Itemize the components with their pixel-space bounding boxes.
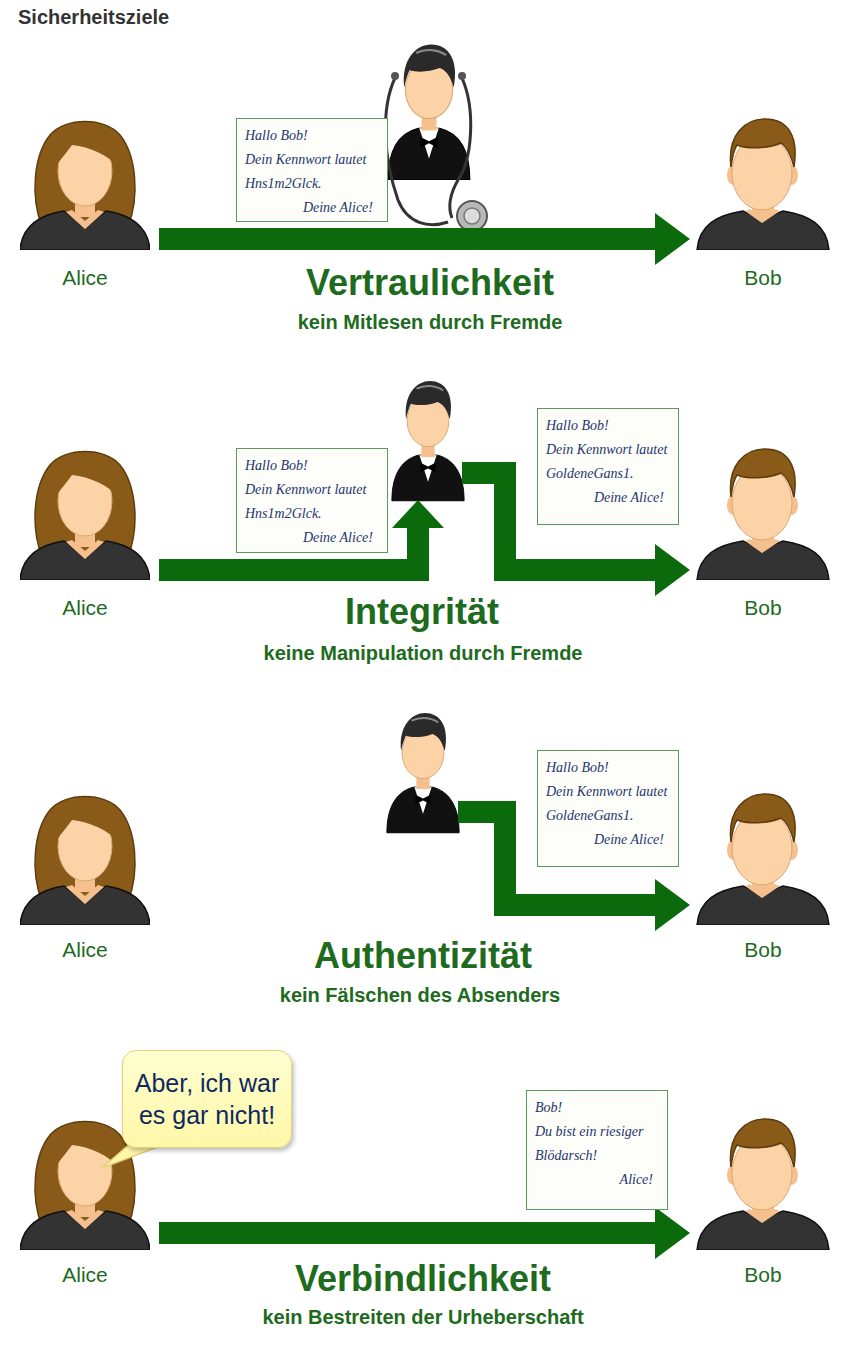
person-name: Alice xyxy=(62,266,108,290)
person-node: Bob xyxy=(692,112,834,290)
bob-figure xyxy=(697,119,829,250)
message-note: Hallo Bob!Dein Kennwort lautet Hns1m2Glc… xyxy=(236,448,388,553)
speech-text: Aber, ich war es gar nicht! xyxy=(133,1067,281,1131)
arrow-head xyxy=(655,1207,690,1259)
illustration-part xyxy=(450,78,471,218)
arrow-band xyxy=(159,228,655,250)
person-node: Alice xyxy=(15,1112,155,1287)
person-node: Bob xyxy=(692,1112,834,1287)
illustration-part xyxy=(391,72,399,80)
signature: Deine Alice! xyxy=(546,828,670,852)
signature: Deine Alice! xyxy=(546,486,670,510)
illustration-part xyxy=(458,72,466,80)
person-node: Alice xyxy=(15,112,155,290)
message-body: Dein Kennwort lautet GoldeneGans1. xyxy=(546,780,670,828)
goal-heading: Verbindlichkeit xyxy=(295,1258,551,1299)
signature: Alice! xyxy=(535,1168,659,1192)
stethoscope xyxy=(385,72,487,231)
person-name: Alice xyxy=(62,596,108,620)
alice-figure xyxy=(20,452,150,581)
message-body: Dein Kennwort lautet GoldeneGans1. xyxy=(546,438,670,486)
message-note: Hallo Bob!Dein Kennwort lautet Hns1m2Glc… xyxy=(236,118,388,222)
illustration-part xyxy=(655,879,690,931)
eavesdropper-figure xyxy=(388,44,470,179)
message-body: Dein Kennwort lautet Hns1m2Glck. xyxy=(245,148,379,196)
illustration-part xyxy=(457,201,487,231)
person-name: Bob xyxy=(744,596,781,620)
person-node: Alice xyxy=(15,442,155,620)
person-node: Bob xyxy=(692,787,834,962)
arrow-head xyxy=(655,544,690,596)
message-note: Hallo Bob!Dein Kennwort lautet GoldeneGa… xyxy=(537,750,679,867)
message-note: Bob!Du bist ein riesiger Blödarsch!Alice… xyxy=(526,1090,668,1210)
person-node: Bob xyxy=(692,442,834,620)
person-node: Alice xyxy=(15,787,155,962)
bob-figure xyxy=(697,1119,829,1250)
person-name: Bob xyxy=(744,266,781,290)
attacker-figure xyxy=(392,381,464,501)
bob-figure xyxy=(697,794,829,925)
goal-heading: Vertraulichkeit xyxy=(306,262,554,303)
alice-figure xyxy=(20,797,150,926)
message-body: Dein Kennwort lautet Hns1m2Glck. xyxy=(245,478,379,526)
goal-heading: Authentizität xyxy=(314,935,532,976)
goal-heading: Integrität xyxy=(345,591,499,632)
salutation: Hallo Bob! xyxy=(245,124,379,148)
forger-figure xyxy=(387,713,459,833)
arrow-head xyxy=(655,213,690,265)
goal-description: kein Fälschen des Absenders xyxy=(280,984,560,1007)
salutation: Hallo Bob! xyxy=(546,756,670,780)
salutation: Hallo Bob! xyxy=(245,454,379,478)
illustration-part xyxy=(385,78,448,225)
message-body: Du bist ein riesiger Blödarsch! xyxy=(535,1120,659,1168)
message-note: Hallo Bob!Dein Kennwort lautet GoldeneGa… xyxy=(537,408,679,525)
alice-figure xyxy=(20,122,150,251)
goal-description: keine Manipulation durch Fremde xyxy=(264,642,583,665)
speech-bubble: Aber, ich war es gar nicht! xyxy=(122,1050,292,1148)
signature: Deine Alice! xyxy=(245,526,379,550)
signature: Deine Alice! xyxy=(245,196,379,220)
person-name: Alice xyxy=(62,938,108,962)
person-name: Alice xyxy=(62,1263,108,1287)
person-name: Bob xyxy=(744,1263,781,1287)
arrow-head xyxy=(392,500,444,528)
salutation: Hallo Bob! xyxy=(546,414,670,438)
goal-description: kein Mitlesen durch Fremde xyxy=(298,311,563,334)
goal-description: kein Bestreiten der Urheberschaft xyxy=(262,1306,583,1329)
person-name: Bob xyxy=(744,938,781,962)
bob-figure xyxy=(697,449,829,580)
salutation: Bob! xyxy=(535,1096,659,1120)
arrow-band xyxy=(159,1222,655,1244)
diagram-title: Sicherheitsziele xyxy=(18,6,169,29)
message-arrow xyxy=(159,1207,690,1259)
illustration-part xyxy=(464,208,480,224)
